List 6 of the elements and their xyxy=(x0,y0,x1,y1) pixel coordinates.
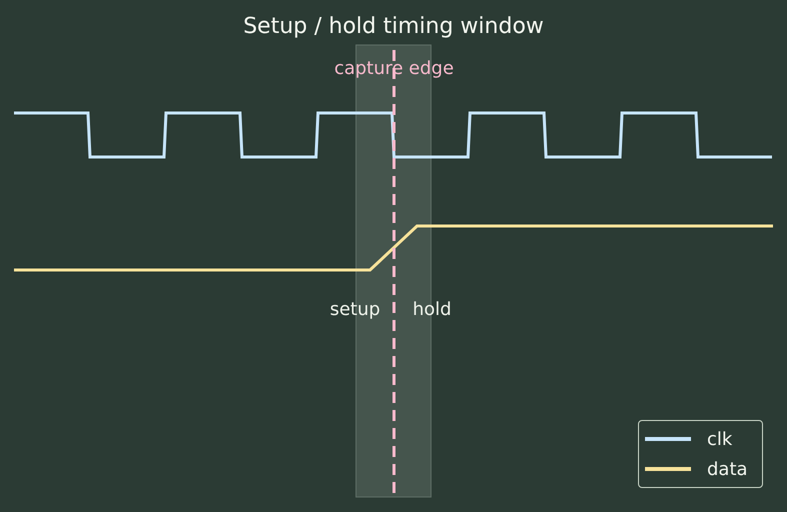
chart-title: Setup / hold timing window xyxy=(242,13,545,41)
annotation-label: capture edge xyxy=(333,57,455,81)
annotation-label: setup xyxy=(328,298,382,322)
annotation-label: hold xyxy=(412,298,452,322)
legend-label: data xyxy=(707,458,748,482)
legend-label: clk xyxy=(707,428,732,452)
